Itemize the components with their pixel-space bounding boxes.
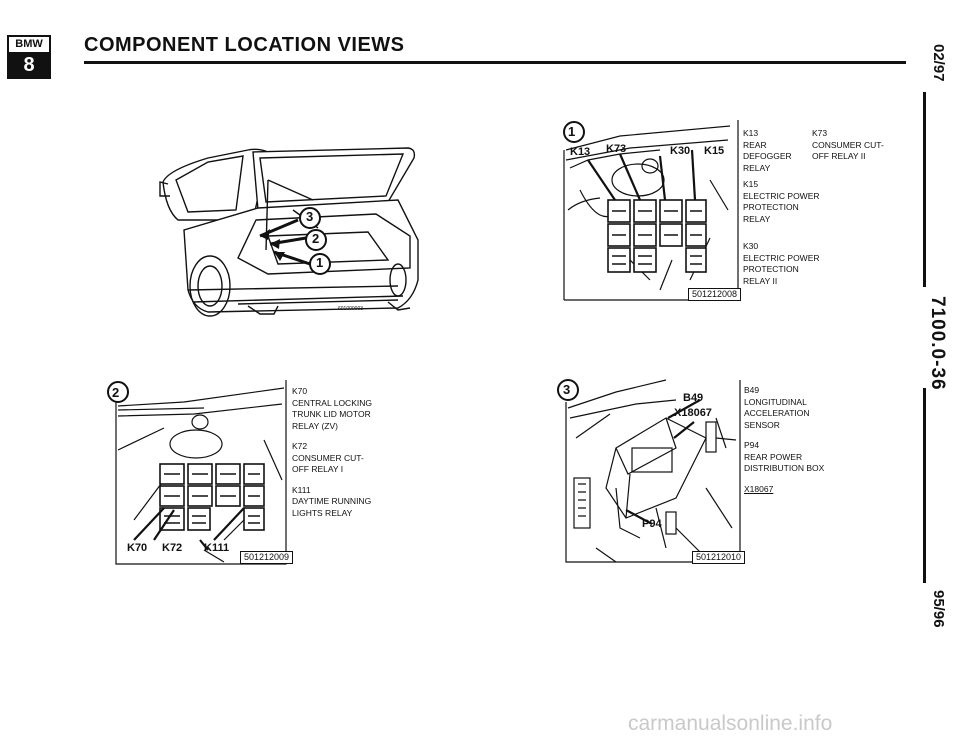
view-3-illustration — [557, 379, 741, 563]
legend-desc: REAR DEFOGGER RELAY — [743, 139, 792, 173]
header-rule — [84, 61, 906, 64]
view-1-illustration — [563, 120, 739, 301]
legend-code: P94 — [744, 440, 760, 450]
legend-desc: CENTRAL LOCKING TRUNK LID MOTOR RELAY (Z… — [292, 397, 372, 431]
view-1-label-k73: K73 — [606, 143, 627, 155]
legend-code: B49 — [744, 385, 760, 395]
view-3-ref: 501212010 — [692, 551, 746, 564]
car-callout-1: 1 — [316, 255, 324, 270]
side-rule-bottom — [923, 388, 926, 583]
view-2-illustration — [107, 380, 287, 565]
legend-code: X18067 — [744, 483, 774, 494]
view-1-label-k13: K13 — [570, 146, 591, 158]
view-1-ref: 501212008 — [688, 288, 742, 301]
watermark-text: carmanualsonline.info — [628, 712, 833, 735]
page-number: 7100.0-36 — [927, 296, 948, 391]
legend-item-p94: P94 REAR POWER DISTRIBUTION BOX — [744, 440, 844, 475]
legend-code: K111 — [292, 484, 311, 495]
view-1-legend-k30: K30 ELECTRIC POWER PROTECTION RELAY II — [743, 241, 833, 287]
car-callout-2: 2 — [312, 231, 320, 246]
callout-3 — [299, 207, 321, 229]
legend-code: K30 — [743, 241, 759, 251]
logo-top-text: BMW — [9, 37, 49, 54]
legend-item-b49: B49 LONGITUDINAL ACCELERATION SENSOR — [744, 385, 844, 431]
legend-desc: CONSUMER CUT- OFF RELAY I — [292, 452, 364, 475]
view-3-label-x18067: X18067 — [674, 407, 712, 419]
view-1-legend-k15: K15 ELECTRIC POWER PROTECTION RELAY — [743, 179, 833, 225]
date-bottom: 95/96 — [930, 590, 947, 628]
view-1-number: 1 — [568, 124, 576, 139]
view-2-label-k70: K70 — [127, 542, 148, 554]
legend-code: K70 — [292, 386, 308, 396]
legend-desc: ELECTRIC POWER PROTECTION RELAY II — [743, 252, 820, 286]
view-2-ref: 501212009 — [240, 551, 294, 564]
callout-2 — [305, 229, 327, 251]
legend-desc: DAYTIME RUNNING LIGHTS RELAY — [292, 496, 372, 518]
view-3-legend: B49 LONGITUDINAL ACCELERATION SENSOR P94… — [744, 385, 844, 504]
view-2-legend: K70 CENTRAL LOCKING TRUNK LID MOTOR RELA… — [292, 386, 392, 528]
legend-code: K15 — [743, 179, 759, 189]
view-1-label-k15: K15 — [704, 145, 725, 157]
view-1-label-k30: K30 — [670, 145, 691, 157]
legend-code: K73 — [812, 128, 828, 138]
legend-item-k72: K72 CONSUMER CUT- OFF RELAY I — [292, 441, 392, 476]
view-1-legend-k13: K13 REAR DEFOGGER RELAY — [743, 128, 815, 174]
bmw-logo: BMW 8 — [7, 35, 51, 79]
legend-desc: ELECTRIC POWER PROTECTION RELAY — [743, 190, 820, 224]
logo-model-text: 8 — [9, 54, 49, 77]
legend-code: K72 — [292, 441, 308, 451]
legend-desc: CONSUMER CUT- OFF RELAY II — [812, 139, 884, 162]
legend-code: K13 — [743, 128, 759, 138]
legend-item-k70: K70 CENTRAL LOCKING TRUNK LID MOTOR RELA… — [292, 386, 392, 432]
view-2-label-k111: K111 — [204, 542, 230, 554]
legend-desc: REAR POWER DISTRIBUTION BOX — [744, 451, 825, 474]
legend-desc: LONGITUDINAL ACCELERATION SENSOR — [744, 396, 810, 430]
view-3-label-b49: B49 — [683, 392, 704, 404]
callout-1 — [309, 253, 331, 275]
date-top: 02/97 — [930, 44, 947, 82]
view-2-number: 2 — [112, 385, 120, 400]
view-2-label-k72: K72 — [162, 542, 183, 554]
car-rear-illustration — [159, 147, 419, 317]
car-callout-3: 3 — [306, 209, 314, 224]
legend-item-k111: K111 DAYTIME RUNNING LIGHTS RELAY — [292, 485, 392, 520]
side-rule-top — [923, 92, 926, 287]
view-3-number: 3 — [563, 382, 571, 397]
legend-item-x18067: X18067 — [744, 484, 844, 496]
page-title: COMPONENT LOCATION VIEWS — [84, 34, 405, 56]
view-3-label-p94: P94 — [642, 518, 662, 530]
car-ref-number: 601000003 — [338, 306, 364, 312]
view-1-legend-k73: K73 CONSUMER CUT- OFF RELAY II — [812, 128, 892, 163]
